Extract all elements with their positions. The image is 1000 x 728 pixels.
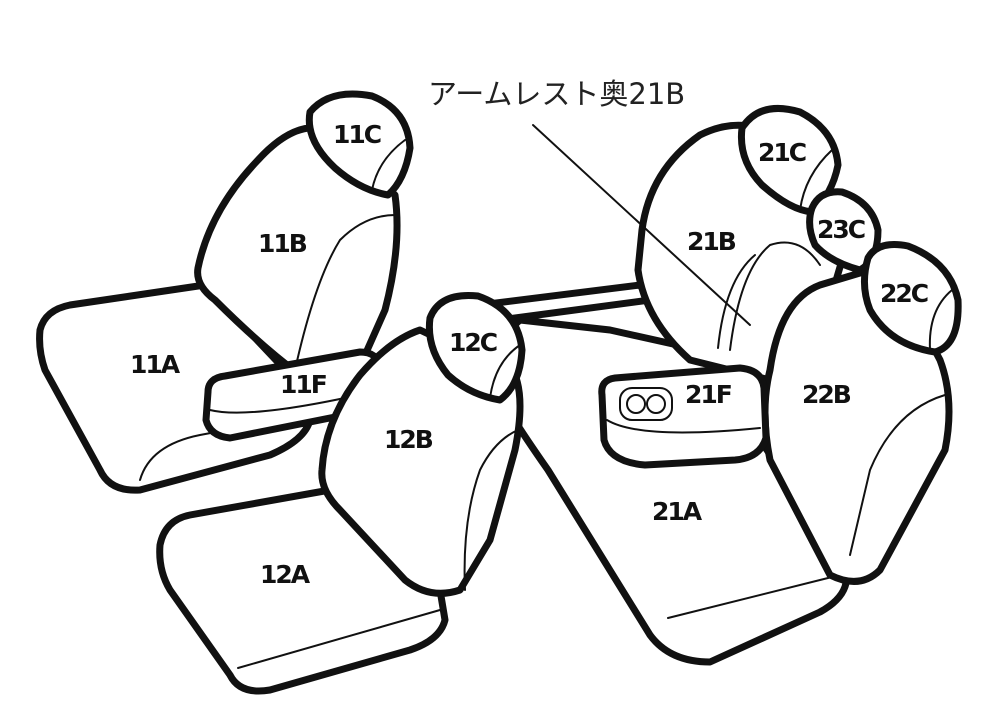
headrest-11c-side [371,139,406,191]
label-23c: 23C [817,215,865,244]
segment-12b [318,326,524,597]
label-12c: 12C [449,328,497,357]
headrest-22c-side [928,289,953,351]
label-22c: 22C [880,279,928,308]
label-21a: 21A [652,497,703,526]
segment-21f [598,364,770,469]
segment-12c [425,291,526,404]
label-12b: 12B [384,425,433,454]
label-21f: 21F [685,380,731,409]
seam-12b [463,429,519,591]
label-11b: 11B [258,229,307,258]
seam-11a [139,417,291,481]
label-11c: 11C [333,120,381,149]
seam-11b [294,214,396,371]
segment-11c [305,90,414,199]
label-12a: 12A [260,560,311,589]
label-11a: 11A [130,350,181,379]
segment-22b [761,266,953,585]
callout-leader-line [532,124,751,326]
segment-11b [194,124,401,379]
cup-holder-ring-1 [626,394,646,414]
segment-21c [737,104,842,216]
label-11f: 11F [280,370,326,399]
segment-22c [861,241,962,356]
armrest-back-panel-inner [717,254,756,349]
label-21b: 21B [687,227,736,256]
label-21c: 21C [758,138,806,167]
cup-holder-ring-2 [646,394,666,414]
armrest-21f-front [606,419,761,434]
callout-armrest-back-21b: アームレスト奥21B [428,77,685,111]
seam-21a [667,574,841,619]
cup-holder [619,387,673,421]
seam-22b [849,394,946,556]
headrest-12c-side [489,344,521,399]
label-22b: 22B [802,380,851,409]
headrest-21c-side [799,149,833,211]
seam-12a [237,609,441,669]
